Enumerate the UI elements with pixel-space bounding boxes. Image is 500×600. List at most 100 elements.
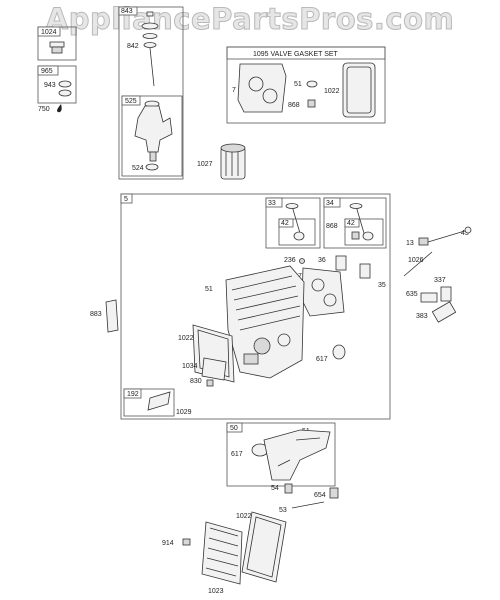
part-label: 1022 bbox=[236, 513, 252, 520]
retainer bbox=[293, 231, 305, 241]
part-label: 883 bbox=[90, 311, 102, 318]
part-label: 1029 bbox=[176, 409, 192, 416]
dipstick-tube bbox=[134, 105, 173, 153]
part-label: 7 bbox=[232, 87, 236, 94]
tube-end bbox=[149, 151, 157, 162]
rod bbox=[427, 229, 469, 243]
box-5[interactable]: 5 bbox=[120, 193, 391, 420]
part-label: 7 bbox=[298, 273, 302, 280]
part-label: 13 bbox=[406, 240, 414, 247]
gasket bbox=[105, 299, 119, 333]
box-label: 33 bbox=[268, 200, 276, 207]
valve-spring bbox=[359, 263, 371, 279]
part-label: 654 bbox=[314, 492, 326, 499]
box-34[interactable]: 34 868 42 bbox=[323, 197, 387, 249]
part-label: 337 bbox=[434, 277, 446, 284]
box-525[interactable]: 525 524 bbox=[121, 95, 183, 177]
box-label: 192 bbox=[127, 391, 139, 398]
head-gasket bbox=[301, 267, 345, 317]
box-label: 843 bbox=[121, 8, 133, 15]
box-192[interactable]: 192 bbox=[123, 388, 175, 417]
part-label: 1022 bbox=[178, 335, 194, 342]
screw bbox=[206, 379, 214, 387]
box-label: 42 bbox=[347, 220, 355, 227]
seal bbox=[306, 80, 318, 88]
part-label: 1034 bbox=[182, 363, 198, 370]
part-label: 53 bbox=[279, 507, 287, 514]
dipstick-handle bbox=[146, 11, 154, 17]
cap-part bbox=[51, 46, 63, 54]
valve-seal bbox=[307, 99, 316, 108]
part-label: 943 bbox=[44, 82, 56, 89]
valve-gasket-set-box[interactable]: 1095 VALVE GASKET SET 7 51 868 1022 bbox=[226, 46, 386, 124]
box-label: 1024 bbox=[41, 29, 57, 36]
bolt bbox=[284, 483, 293, 494]
part-label: 830 bbox=[190, 378, 202, 385]
box-965[interactable]: 965 943 bbox=[37, 65, 77, 104]
watermark: AppliancePartsPros.com bbox=[45, 2, 455, 37]
dipstick-cap bbox=[141, 22, 159, 30]
valve-seal bbox=[351, 231, 360, 240]
box-1024[interactable]: 1024 bbox=[37, 26, 77, 61]
breather-plate bbox=[201, 357, 227, 381]
breather-tube bbox=[147, 391, 171, 411]
screw bbox=[182, 538, 191, 546]
box-label: 965 bbox=[41, 68, 53, 75]
part-label: 1023 bbox=[208, 588, 224, 595]
part-label: 35 bbox=[378, 282, 386, 289]
part-label: 51 bbox=[294, 81, 302, 88]
part-label: 524 bbox=[132, 165, 144, 172]
o-ring bbox=[332, 344, 346, 360]
part-label: 750 bbox=[38, 106, 50, 113]
o-ring bbox=[142, 33, 158, 39]
oil-filter[interactable]: 1027 bbox=[197, 143, 246, 180]
cover-gasket bbox=[241, 511, 287, 583]
part-label: 635 bbox=[406, 291, 418, 298]
cylinder-head bbox=[225, 265, 305, 379]
box-label: 34 bbox=[326, 200, 334, 207]
box-label: 50 bbox=[230, 425, 238, 432]
dipstick-cap bbox=[58, 80, 72, 88]
cap-part bbox=[49, 41, 65, 48]
part-label: 617 bbox=[316, 356, 328, 363]
o-ring bbox=[58, 89, 72, 97]
nut bbox=[418, 237, 429, 246]
retainer bbox=[362, 231, 374, 241]
box-33[interactable]: 33 42 bbox=[265, 197, 321, 249]
component bbox=[431, 301, 457, 323]
nut bbox=[329, 487, 339, 499]
spark-plug bbox=[440, 286, 452, 302]
pin bbox=[299, 258, 305, 264]
box-label: 42 bbox=[281, 220, 289, 227]
part-label: 842 bbox=[127, 43, 139, 50]
box-label: 525 bbox=[125, 98, 137, 105]
dipstick-rod bbox=[149, 47, 155, 87]
box-label: 5 bbox=[124, 196, 128, 203]
part-label: 1027 bbox=[197, 161, 213, 168]
part-label: 1026 bbox=[408, 257, 424, 264]
part-label: 51 bbox=[205, 286, 213, 293]
box-50[interactable]: 50 51 617 bbox=[226, 422, 336, 487]
part-label: 617 bbox=[231, 451, 243, 458]
part-label: 236 bbox=[284, 257, 296, 264]
cover-gasket bbox=[342, 62, 376, 118]
valve-cover bbox=[201, 521, 243, 585]
part-label: 54 bbox=[271, 485, 279, 492]
box-843[interactable]: 843 842 bbox=[118, 6, 184, 180]
stud bbox=[291, 501, 325, 509]
valve-spring bbox=[335, 255, 347, 271]
link-rod bbox=[403, 251, 433, 277]
part-label: 868 bbox=[326, 223, 338, 230]
o-ring bbox=[145, 163, 159, 171]
part-label: 45 bbox=[461, 230, 469, 237]
drop-icon bbox=[57, 104, 62, 113]
part-label: 383 bbox=[416, 313, 428, 320]
boot bbox=[420, 292, 438, 303]
part-label: 914 bbox=[162, 540, 174, 547]
valve-gasket-set-title: 1095 VALVE GASKET SET bbox=[253, 51, 339, 58]
intake-manifold bbox=[263, 429, 331, 481]
part-label: 36 bbox=[318, 257, 326, 264]
seal bbox=[143, 42, 157, 48]
part-label: 1022 bbox=[324, 88, 340, 95]
